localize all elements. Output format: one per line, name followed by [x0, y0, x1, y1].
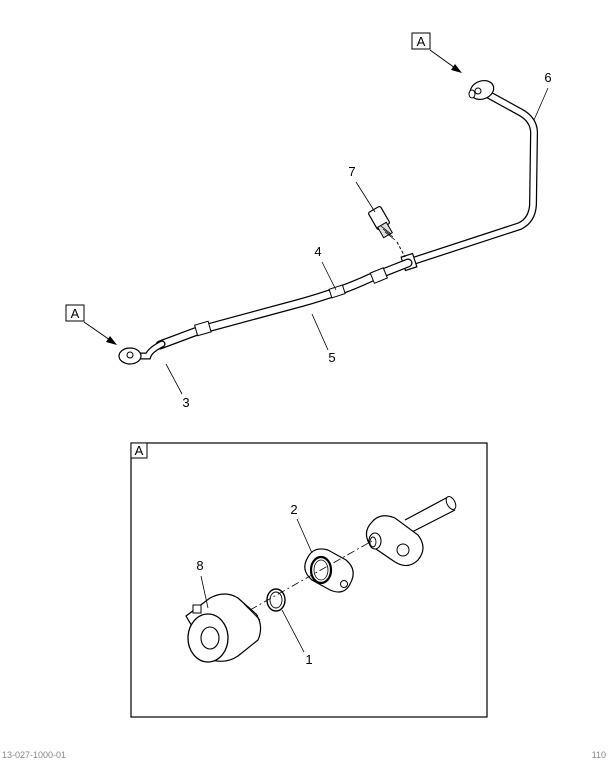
svg-text:A: A — [417, 34, 426, 49]
callout-2: 2 — [290, 502, 313, 554]
svg-text:8: 8 — [196, 558, 203, 573]
view-reference-a-left: A — [65, 304, 117, 345]
lower-tube — [118, 340, 166, 365]
svg-text:5: 5 — [328, 350, 335, 365]
svg-text:A: A — [71, 306, 80, 321]
svg-text:3: 3 — [182, 395, 189, 410]
detail-centerline — [249, 540, 373, 611]
callout-3: 3 — [165, 363, 190, 410]
svg-text:1: 1 — [305, 652, 312, 667]
drawing-number: 13-027-1000-01 — [2, 750, 67, 760]
callout-6: 6 — [533, 70, 552, 121]
detail-tube-flange — [365, 496, 457, 567]
svg-text:2: 2 — [290, 502, 297, 517]
svg-text:6: 6 — [544, 70, 551, 85]
callout-8: 8 — [196, 558, 209, 609]
detail-o-ring — [266, 588, 286, 612]
detail-view-a: A — [130, 442, 488, 718]
callout-5: 5 — [311, 313, 336, 365]
callout-4: 4 — [314, 244, 337, 291]
pressure-sensor — [368, 205, 396, 241]
svg-text:A: A — [135, 443, 144, 458]
detail-fitting — [185, 593, 262, 663]
svg-text:7: 7 — [348, 164, 355, 179]
page-number: 110 — [591, 750, 606, 760]
callout-1: 1 — [281, 609, 313, 667]
hose — [155, 258, 413, 350]
callout-7: 7 — [348, 164, 376, 213]
view-reference-a-top: A — [411, 32, 462, 73]
upper-tube — [406, 79, 539, 266]
svg-text:4: 4 — [314, 244, 321, 259]
